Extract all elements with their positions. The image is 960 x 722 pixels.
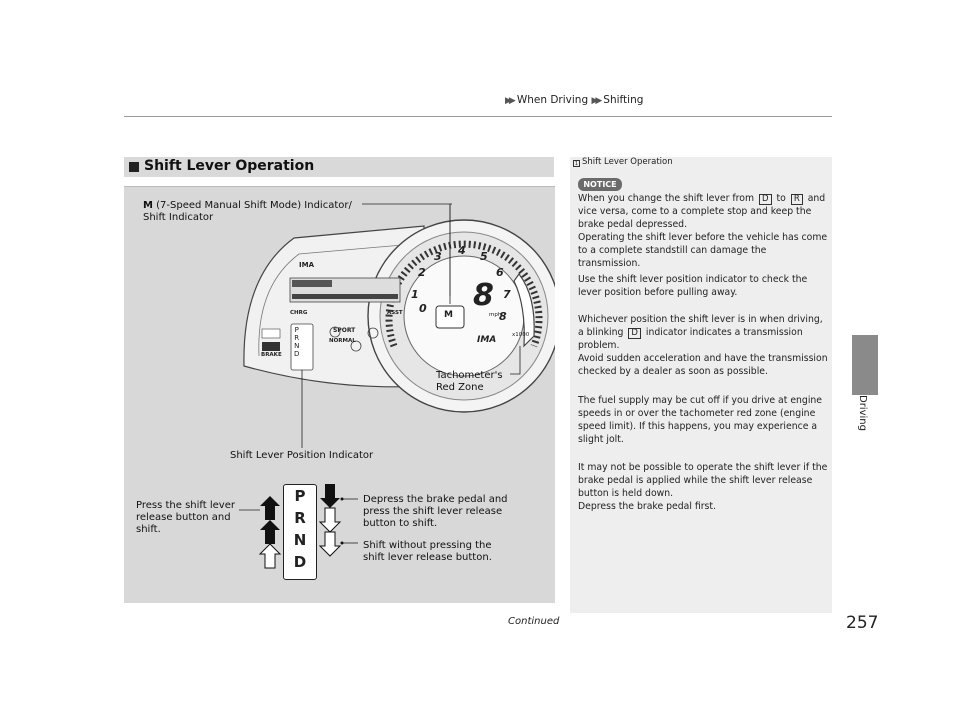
breadcrumb-item: When Driving	[516, 94, 589, 106]
breadcrumb-item: Shifting	[603, 94, 644, 106]
breadcrumb: ▶▶When Driving ▶▶Shifting	[505, 94, 643, 106]
note-paragraph-4: The fuel supply may be cut off if you dr…	[578, 395, 823, 445]
m-indicator: M	[444, 310, 453, 320]
tach-number: 5	[480, 250, 488, 263]
header-rule	[124, 116, 832, 117]
gear-n: N	[293, 531, 307, 549]
sport-label: SPORT	[333, 327, 356, 334]
chapter-label: Driving	[857, 395, 868, 431]
note-paragraph-5: It may not be possible to operate the sh…	[578, 462, 828, 512]
tach-number: 6	[496, 266, 504, 279]
tach-number: 1	[411, 288, 419, 301]
note-paragraph-3: Whichever position the shift lever is in…	[578, 314, 828, 377]
asst-label: ASST	[387, 310, 403, 316]
tach-number: 8	[499, 310, 507, 323]
normal-label: NORMAL	[329, 338, 356, 344]
gear-r: R	[294, 509, 306, 527]
tach-number: 7	[503, 288, 511, 301]
chapter-tab	[852, 335, 878, 395]
callout-depress-brake: Depress the brake pedal and press the sh…	[363, 494, 508, 529]
note-panel	[570, 157, 832, 613]
gear-display: 8	[473, 278, 494, 313]
tach-number: 2	[418, 266, 426, 279]
continued-label: Continued	[508, 616, 560, 627]
prnd-gate: P R N D	[283, 484, 317, 580]
ima-label: IMA	[299, 261, 314, 269]
key-d: D	[628, 328, 641, 339]
callout-press-button: Press the shift lever release button and…	[136, 500, 235, 535]
section-title: Shift Lever Operation	[144, 158, 315, 174]
gear-d: D	[293, 553, 307, 571]
mph-label: mph	[489, 312, 502, 318]
callout-shift-without: Shift without pressing the shift lever r…	[363, 540, 492, 563]
double-arrow-icon: ▶▶	[505, 96, 516, 106]
note-paragraph-2: Use the shift lever position indicator t…	[578, 274, 808, 298]
notice-badge: NOTICE	[578, 178, 622, 191]
gear-p: P	[294, 487, 306, 505]
brake-label: BRAKE	[261, 352, 282, 358]
section-heading: Shift Lever Operation	[124, 157, 554, 177]
tach-number: 3	[434, 250, 442, 263]
callout-position-indicator: Shift Lever Position Indicator	[230, 450, 374, 461]
tach-number: 4	[458, 244, 466, 257]
key-r: R	[790, 194, 803, 205]
double-arrow-icon: ▶▶	[591, 96, 602, 106]
key-d: D	[759, 194, 772, 205]
square-bullet-icon	[129, 162, 139, 172]
callout-shift-indicator: M (7-Speed Manual Shift Mode) Indicator/…	[143, 200, 352, 223]
page-number: 257	[846, 613, 879, 633]
chrg-label: CHRG	[290, 310, 308, 316]
tach-number: 0	[419, 302, 427, 315]
rpm-label: x1000	[512, 332, 530, 338]
note-paragraph-1: When you change the shift lever from D t…	[578, 193, 828, 269]
ima-logo: IMA	[477, 335, 497, 345]
small-prnd: P R N D	[294, 326, 300, 358]
reference-icon: 1	[573, 160, 580, 167]
callout-red-zone: Tachometer's Red Zone	[436, 370, 503, 393]
instrument-cluster-illustration	[239, 203, 555, 569]
